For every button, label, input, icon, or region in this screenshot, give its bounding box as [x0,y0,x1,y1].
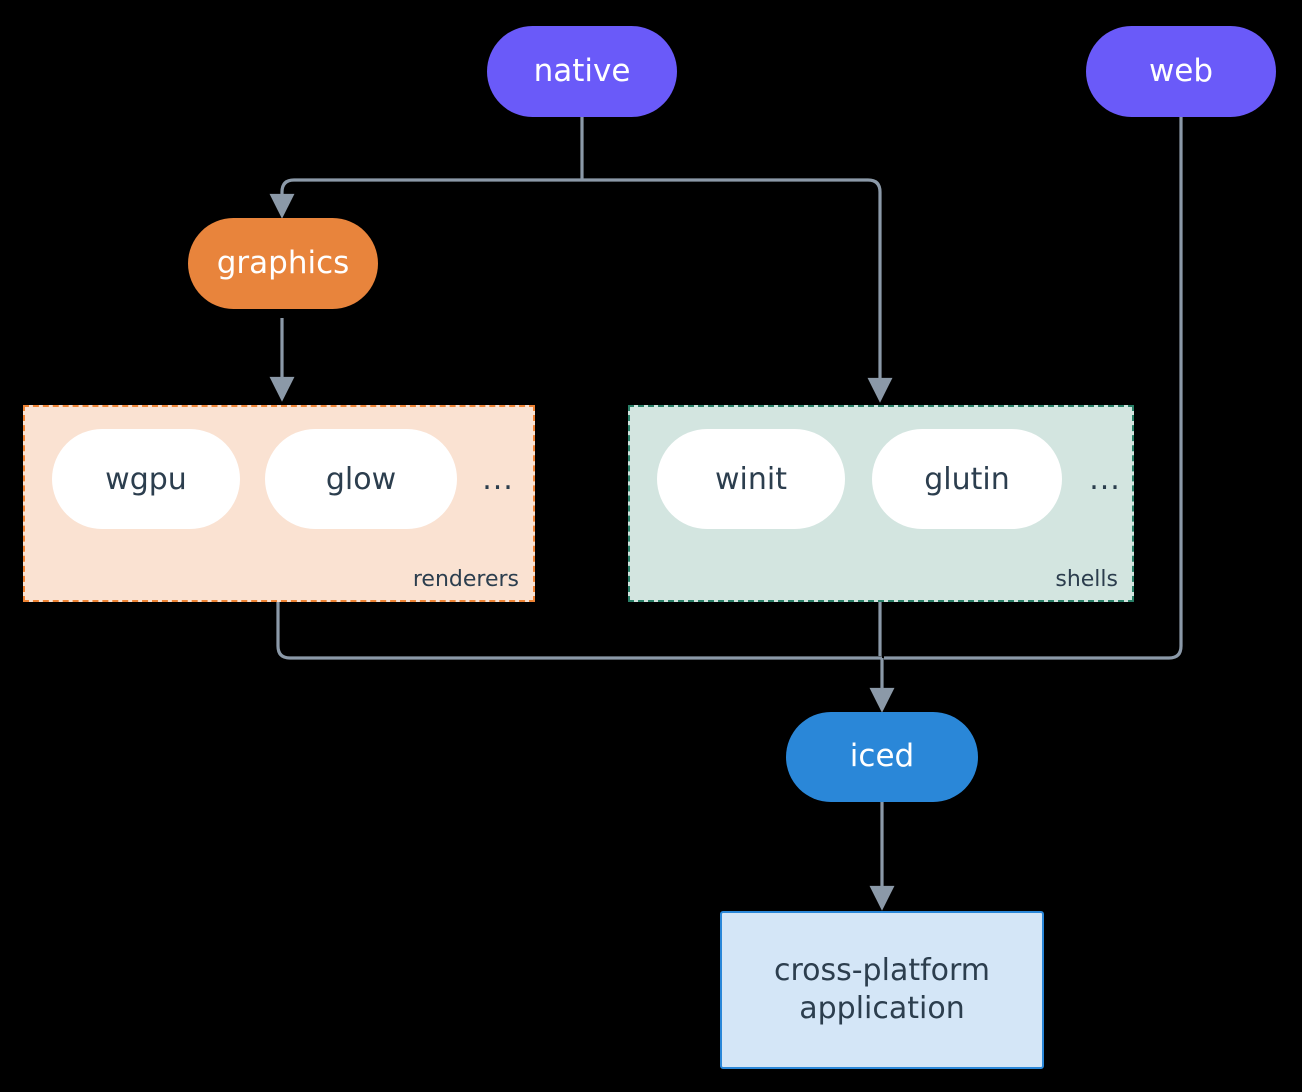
group-item-glutin[interactable]: glutin [872,429,1062,529]
node-native-label: native [533,52,631,89]
node-web[interactable]: web [1086,26,1276,117]
node-graphics[interactable]: graphics [188,218,378,309]
group-item-winit[interactable]: winit [657,429,845,529]
group-item-winit-label: winit [715,461,787,497]
node-application-line2: application [799,991,965,1026]
edge-native-to-graphics [269,178,582,219]
group-item-glutin-label: glutin [924,461,1010,497]
edge-native-to-shells [582,178,893,403]
edge-renderers-to-iced [276,602,882,660]
group-renderers-more: ... [482,461,514,497]
node-graphics-label: graphics [216,244,350,281]
node-iced[interactable]: iced [786,712,978,802]
group-shells[interactable]: winit glutin ... shells [628,405,1134,602]
node-application[interactable]: cross-platform application [720,911,1044,1069]
node-web-label: web [1148,52,1214,89]
group-item-wgpu[interactable]: wgpu [52,429,240,529]
node-application-line1: cross-platform [773,952,991,988]
group-renderers-label: renderers [412,567,519,592]
group-shells-label: shells [1055,567,1118,592]
group-shells-more: ... [1089,461,1121,497]
group-renderers[interactable]: wgpu glow ... renderers [23,405,535,602]
group-item-glow[interactable]: glow [265,429,457,529]
node-native[interactable]: native [487,26,677,117]
group-item-glow-label: glow [325,461,397,497]
node-iced-label: iced [849,738,915,775]
group-item-wgpu-label: wgpu [105,461,187,497]
